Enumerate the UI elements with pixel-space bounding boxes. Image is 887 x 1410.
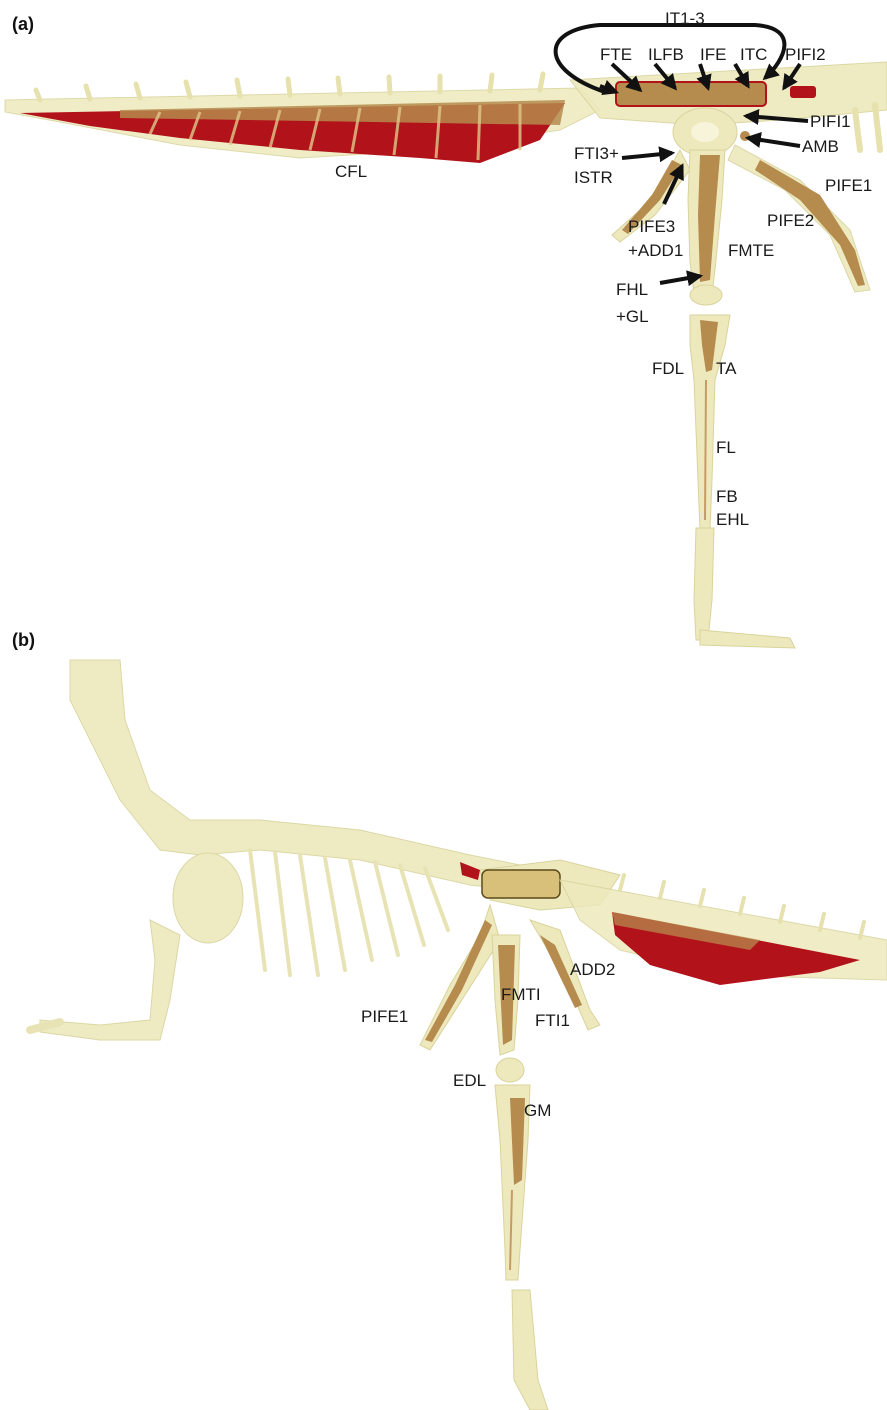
label-fmti: FMTI: [501, 985, 541, 1004]
label-pife1-b: PIFE1: [361, 1007, 408, 1026]
label-fmte: FMTE: [728, 241, 774, 260]
ilium-muscles: [616, 82, 766, 106]
panel-b-label: (b): [12, 630, 35, 650]
label-ife: IFE: [700, 45, 726, 64]
label-it13: IT1-3: [665, 9, 705, 28]
label-fti3: FTI3+: [574, 144, 619, 163]
label-itc: ITC: [740, 45, 767, 64]
label-add1: +ADD1: [628, 241, 683, 260]
panel-b: (b): [12, 630, 887, 1410]
panel-a: (a): [5, 9, 887, 648]
label-fl: FL: [716, 438, 736, 457]
label-ehl: EHL: [716, 510, 749, 529]
label-amb: AMB: [802, 137, 839, 156]
label-pife3: PIFE3: [628, 217, 675, 236]
body-skeleton-b: [30, 660, 560, 1040]
label-pife1-a: PIFE1: [825, 176, 872, 195]
label-fb: FB: [716, 487, 738, 506]
label-pifi1: PIFI1: [810, 112, 851, 131]
label-ta: TA: [716, 359, 737, 378]
panel-a-label: (a): [12, 14, 34, 34]
label-fte: FTE: [600, 45, 632, 64]
lower-leg-a: [690, 315, 795, 648]
label-istr: ISTR: [574, 168, 613, 187]
label-cfl: CFL: [335, 162, 367, 181]
ilium-b: [482, 870, 560, 898]
hindlimb-b: [420, 905, 600, 1410]
label-add2: ADD2: [570, 960, 615, 979]
label-fdl: FDL: [652, 359, 684, 378]
label-gm: GM: [524, 1101, 551, 1120]
label-fti1: FTI1: [535, 1011, 570, 1030]
label-fhl: FHL: [616, 280, 648, 299]
label-pife2: PIFE2: [767, 211, 814, 230]
label-pifi2: PIFI2: [785, 45, 826, 64]
label-edl: EDL: [453, 1071, 486, 1090]
label-ilfb: ILFB: [648, 45, 684, 64]
label-gl: +GL: [616, 307, 649, 326]
pifi2-muscle: [790, 86, 816, 98]
